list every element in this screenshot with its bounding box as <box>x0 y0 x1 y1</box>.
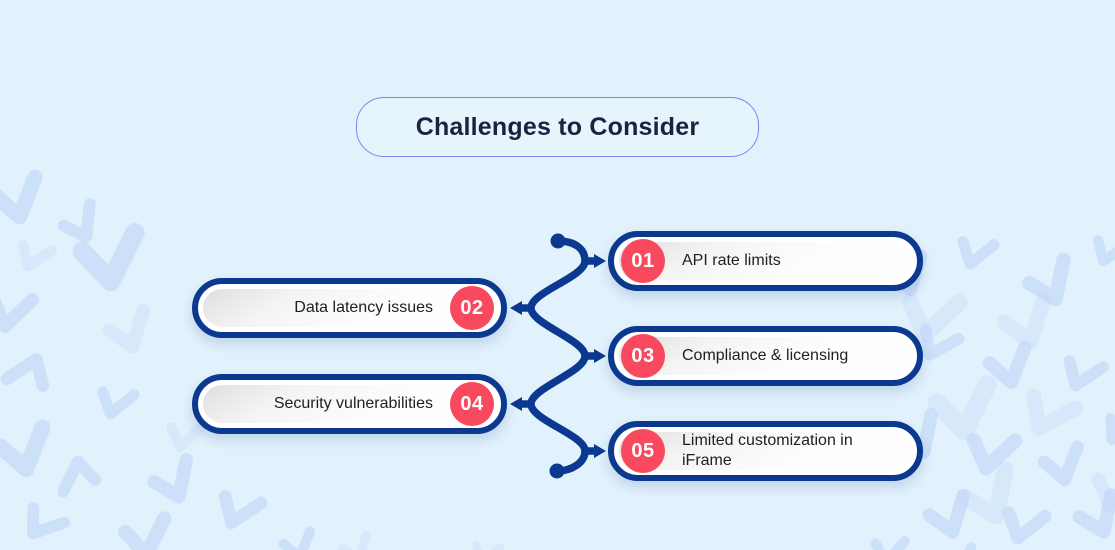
challenge-item-03: 03 Compliance & licensing <box>608 326 923 386</box>
item-number-badge: 04 <box>450 382 494 426</box>
item-label: Security vulnerabilities <box>273 394 433 412</box>
arrow-left-icon <box>510 397 522 411</box>
challenge-item-04: Security vulnerabilities 04 <box>192 374 507 434</box>
arrow-right-icon <box>594 444 606 458</box>
connector-end-dot <box>549 463 565 479</box>
item-label: Compliance & licensing <box>682 346 849 364</box>
title-box: Challenges to Consider <box>356 97 759 157</box>
challenge-item-05: 05 Limited customization in iFrame <box>608 421 923 481</box>
arrow-right-icon <box>594 349 606 363</box>
challenge-item-01: 01 API rate limits <box>608 231 923 291</box>
item-number-badge: 01 <box>621 239 665 283</box>
item-number-badge: 02 <box>450 286 494 330</box>
page-title: Challenges to Consider <box>415 112 700 141</box>
item-label: Limited customization in iFrame <box>682 431 853 469</box>
item-label: API rate limits <box>682 251 781 269</box>
item-label: Data latency issues <box>294 298 433 316</box>
arrow-left-icon <box>510 301 522 315</box>
item-number-badge: 03 <box>621 334 665 378</box>
connector-wave-path <box>527 237 589 475</box>
arrow-right-icon <box>594 254 606 268</box>
challenge-item-02: Data latency issues 02 <box>192 278 507 338</box>
item-number-badge: 05 <box>621 429 665 473</box>
connector-line <box>510 233 606 479</box>
